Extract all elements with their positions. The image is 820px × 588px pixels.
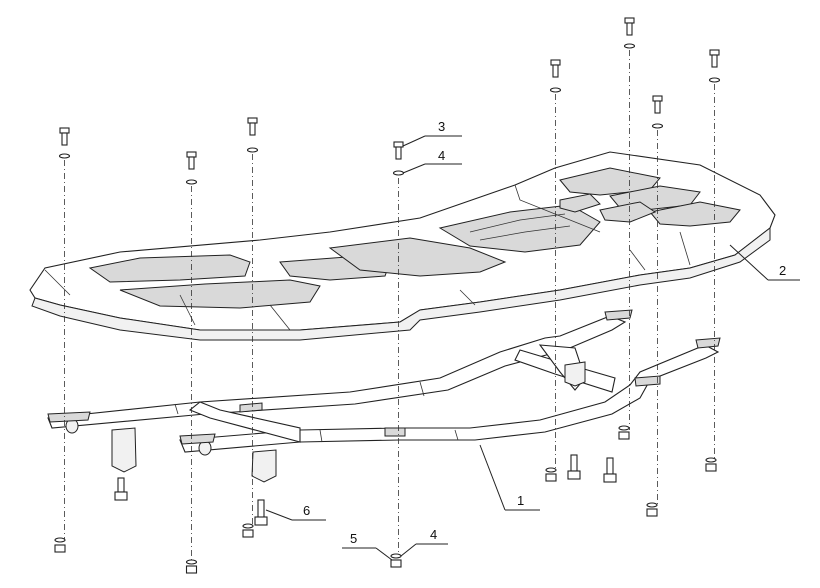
bolt: [114, 477, 128, 501]
rack-panel: [29, 151, 776, 341]
nut: [242, 523, 254, 538]
bottom-nuts: [54, 425, 717, 574]
bolt: [185, 151, 198, 185]
callout-4-top: 4: [438, 148, 445, 163]
nut: [185, 559, 198, 574]
bolt: [603, 457, 617, 483]
lower-bolts: [114, 454, 617, 526]
callout-2: 2: [779, 263, 786, 278]
bolt: [623, 17, 636, 49]
nut: [646, 502, 658, 517]
nut: [545, 467, 557, 482]
bolt: [58, 127, 71, 159]
callout-6: 6: [303, 503, 310, 518]
bolt: [567, 454, 581, 480]
bolt: [254, 499, 268, 526]
nut: [390, 553, 402, 568]
bolt: [708, 49, 721, 83]
bolt: [392, 141, 405, 176]
bolt: [549, 59, 562, 93]
assembly-axes: [64, 50, 715, 560]
nut: [705, 457, 717, 472]
nut: [618, 425, 630, 440]
bolt: [651, 95, 664, 129]
callout-1: 1: [517, 493, 524, 508]
callout-leaders: [265, 135, 800, 561]
callout-3: 3: [438, 119, 445, 134]
callout-numbers: 1 2 3 4 4 5 6: [303, 119, 786, 546]
callout-5: 5: [350, 531, 357, 546]
top-bolts: [58, 17, 721, 185]
bolt: [246, 117, 259, 153]
rack-frame: [47, 309, 721, 483]
nut: [54, 537, 66, 553]
callout-4-bottom: 4: [430, 527, 437, 542]
